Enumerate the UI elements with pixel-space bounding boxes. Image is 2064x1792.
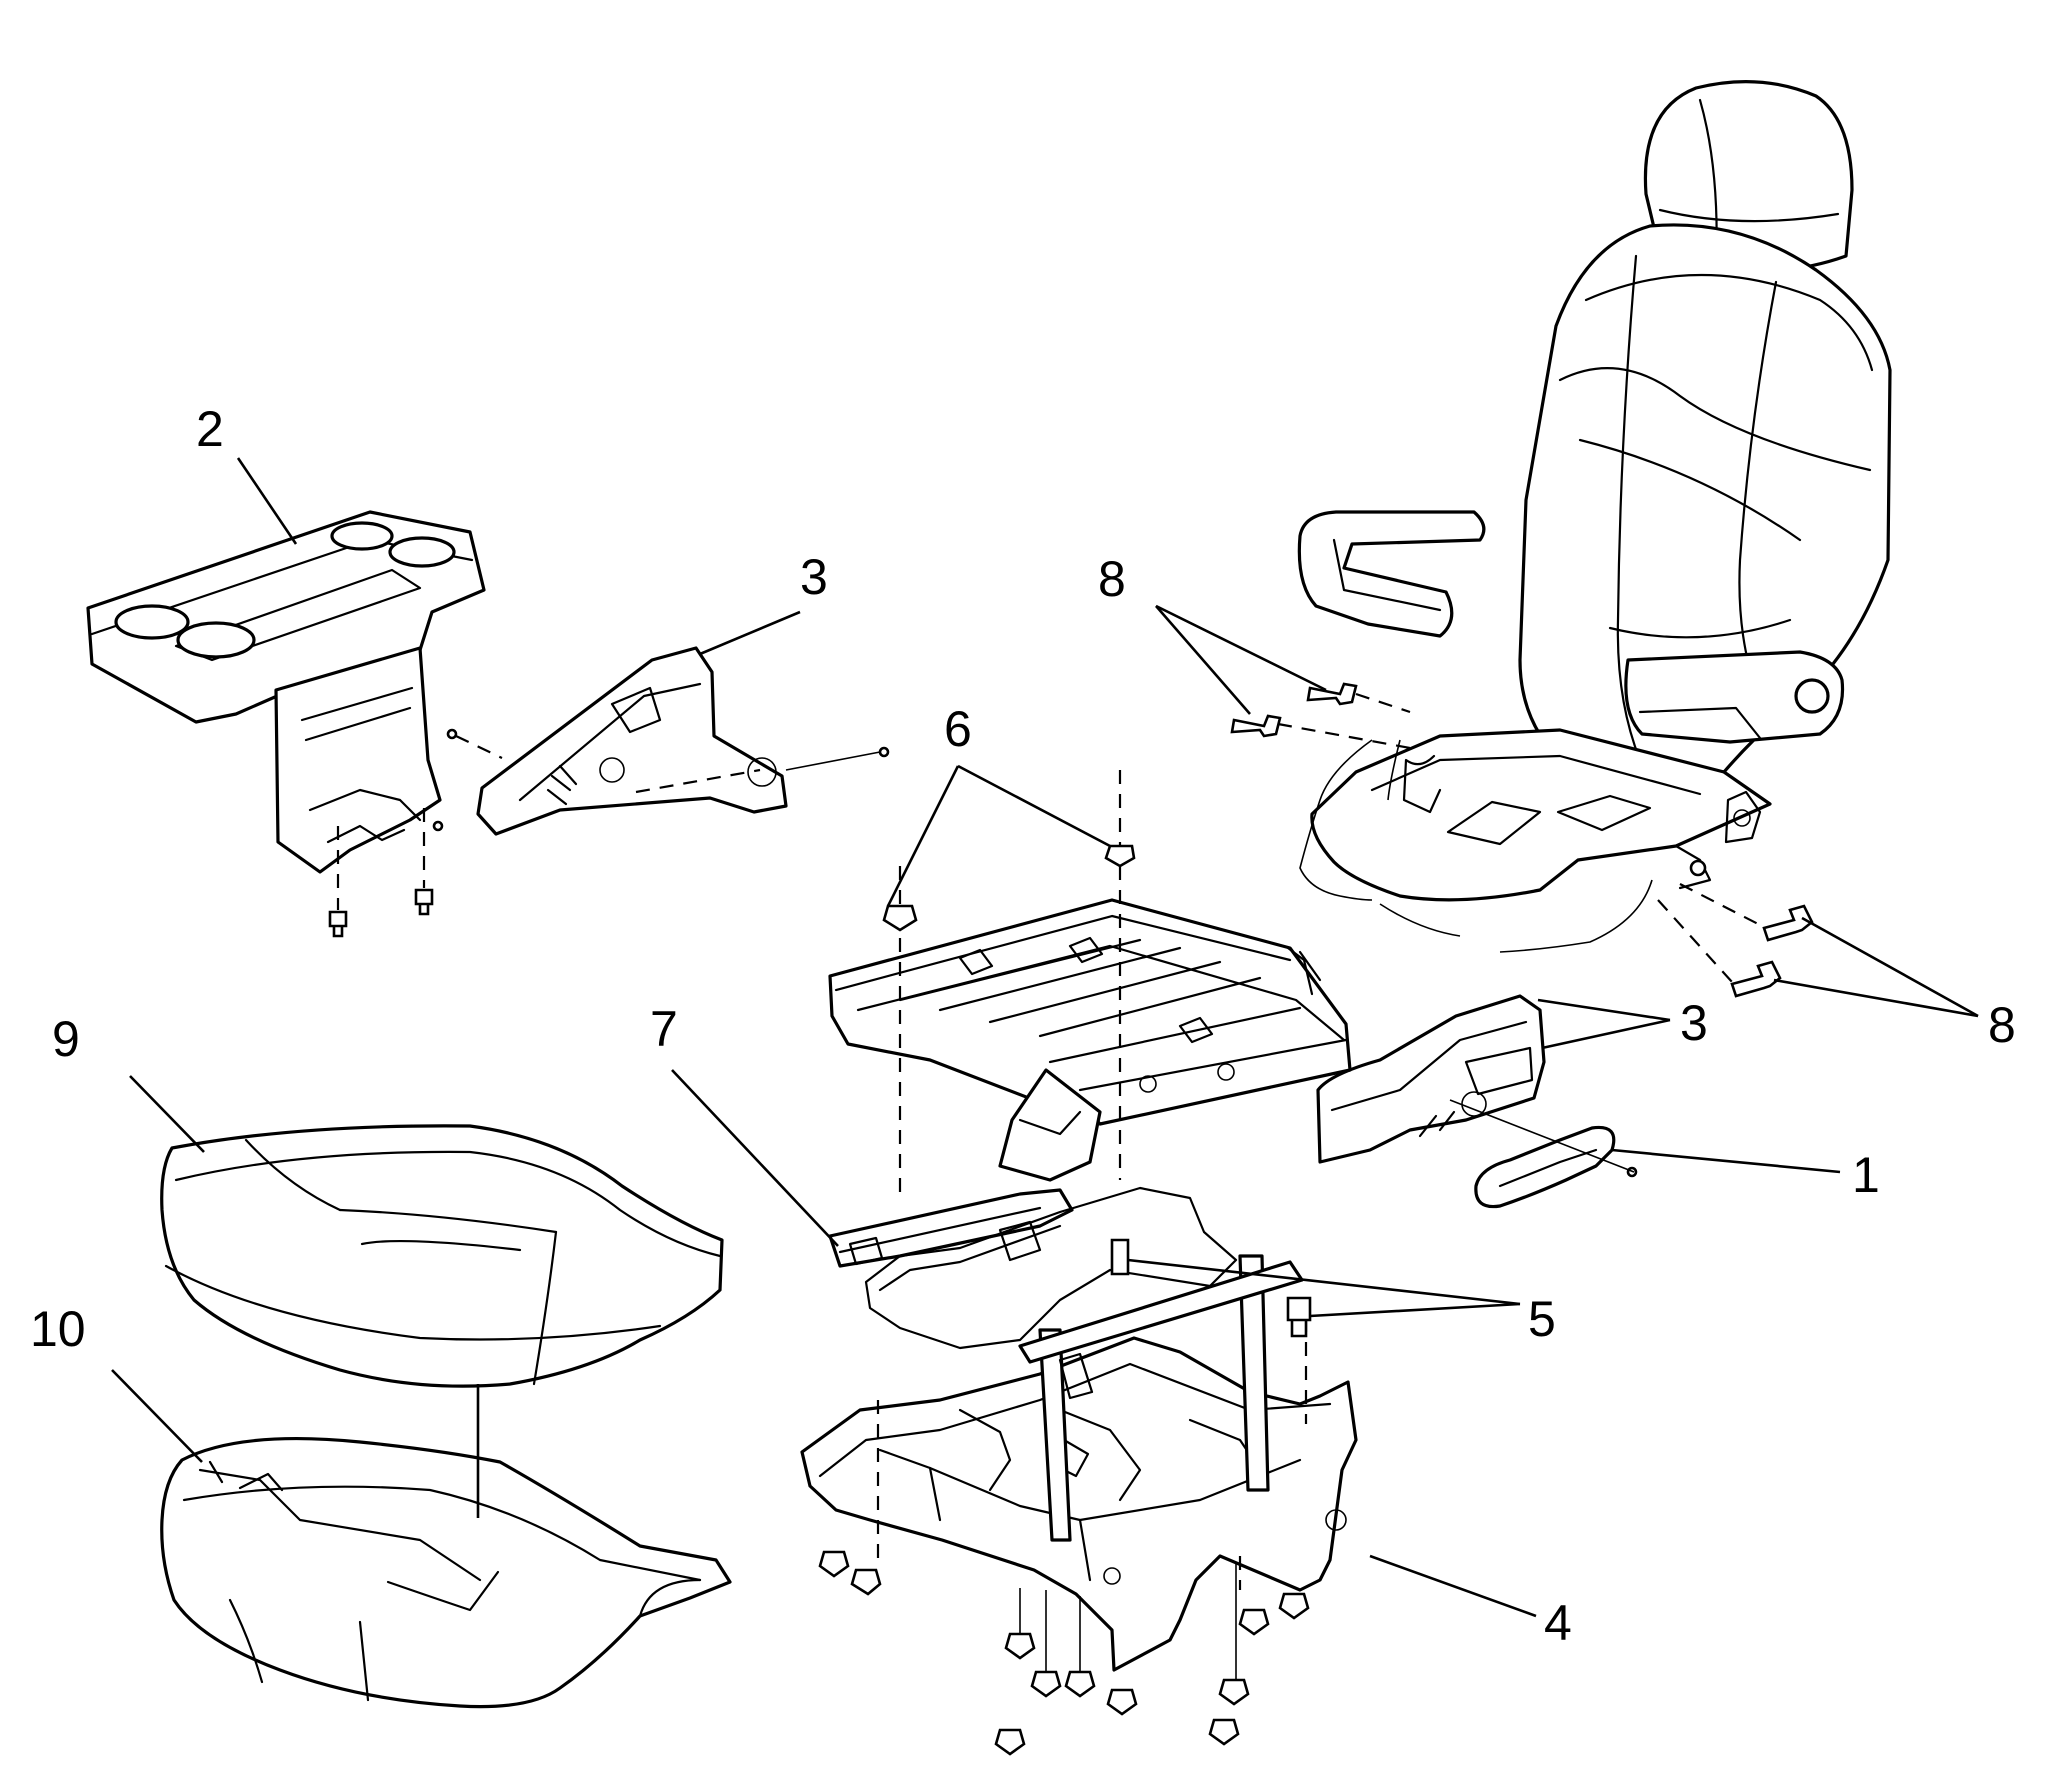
seat-bolts-right bbox=[1657, 859, 1814, 998]
callout-9: 9 bbox=[52, 1011, 80, 1067]
center-console-tray bbox=[86, 510, 486, 874]
callout-7: 7 bbox=[650, 1001, 678, 1057]
seat-bolts-left bbox=[1230, 682, 1411, 750]
side-trim-panel-left bbox=[446, 646, 890, 836]
console-screws bbox=[328, 808, 444, 938]
adjuster-nuts bbox=[882, 770, 1136, 1200]
callout-6: 6 bbox=[944, 701, 972, 757]
callout-5: 5 bbox=[1528, 1291, 1556, 1347]
recliner-handle bbox=[1449, 1099, 1638, 1209]
base-bolts bbox=[818, 1238, 1312, 1756]
seat-backrest-assembly bbox=[1297, 80, 1892, 902]
seat-base-riser bbox=[800, 1254, 1358, 1672]
callout-leaders bbox=[111, 457, 1979, 1618]
seat-track-riser bbox=[828, 1186, 1238, 1350]
side-trim-panel-right bbox=[1316, 994, 1546, 1164]
seat-adjuster-frame bbox=[828, 898, 1352, 1182]
callout-3-left: 3 bbox=[800, 549, 828, 605]
callout-4: 4 bbox=[1544, 1595, 1572, 1651]
callout-8-right: 8 bbox=[1988, 997, 2016, 1053]
callout-labels: 2 3 8 6 9 7 3 8 1 5 10 4 bbox=[30, 401, 2016, 1651]
callout-8-left: 8 bbox=[1098, 551, 1126, 607]
seat-cushion bbox=[160, 1124, 724, 1388]
cushion-frame bbox=[160, 1436, 732, 1709]
callout-2: 2 bbox=[196, 401, 224, 457]
callout-10: 10 bbox=[30, 1301, 86, 1357]
callout-3-right: 3 bbox=[1680, 995, 1708, 1051]
callout-1: 1 bbox=[1852, 1147, 1880, 1203]
